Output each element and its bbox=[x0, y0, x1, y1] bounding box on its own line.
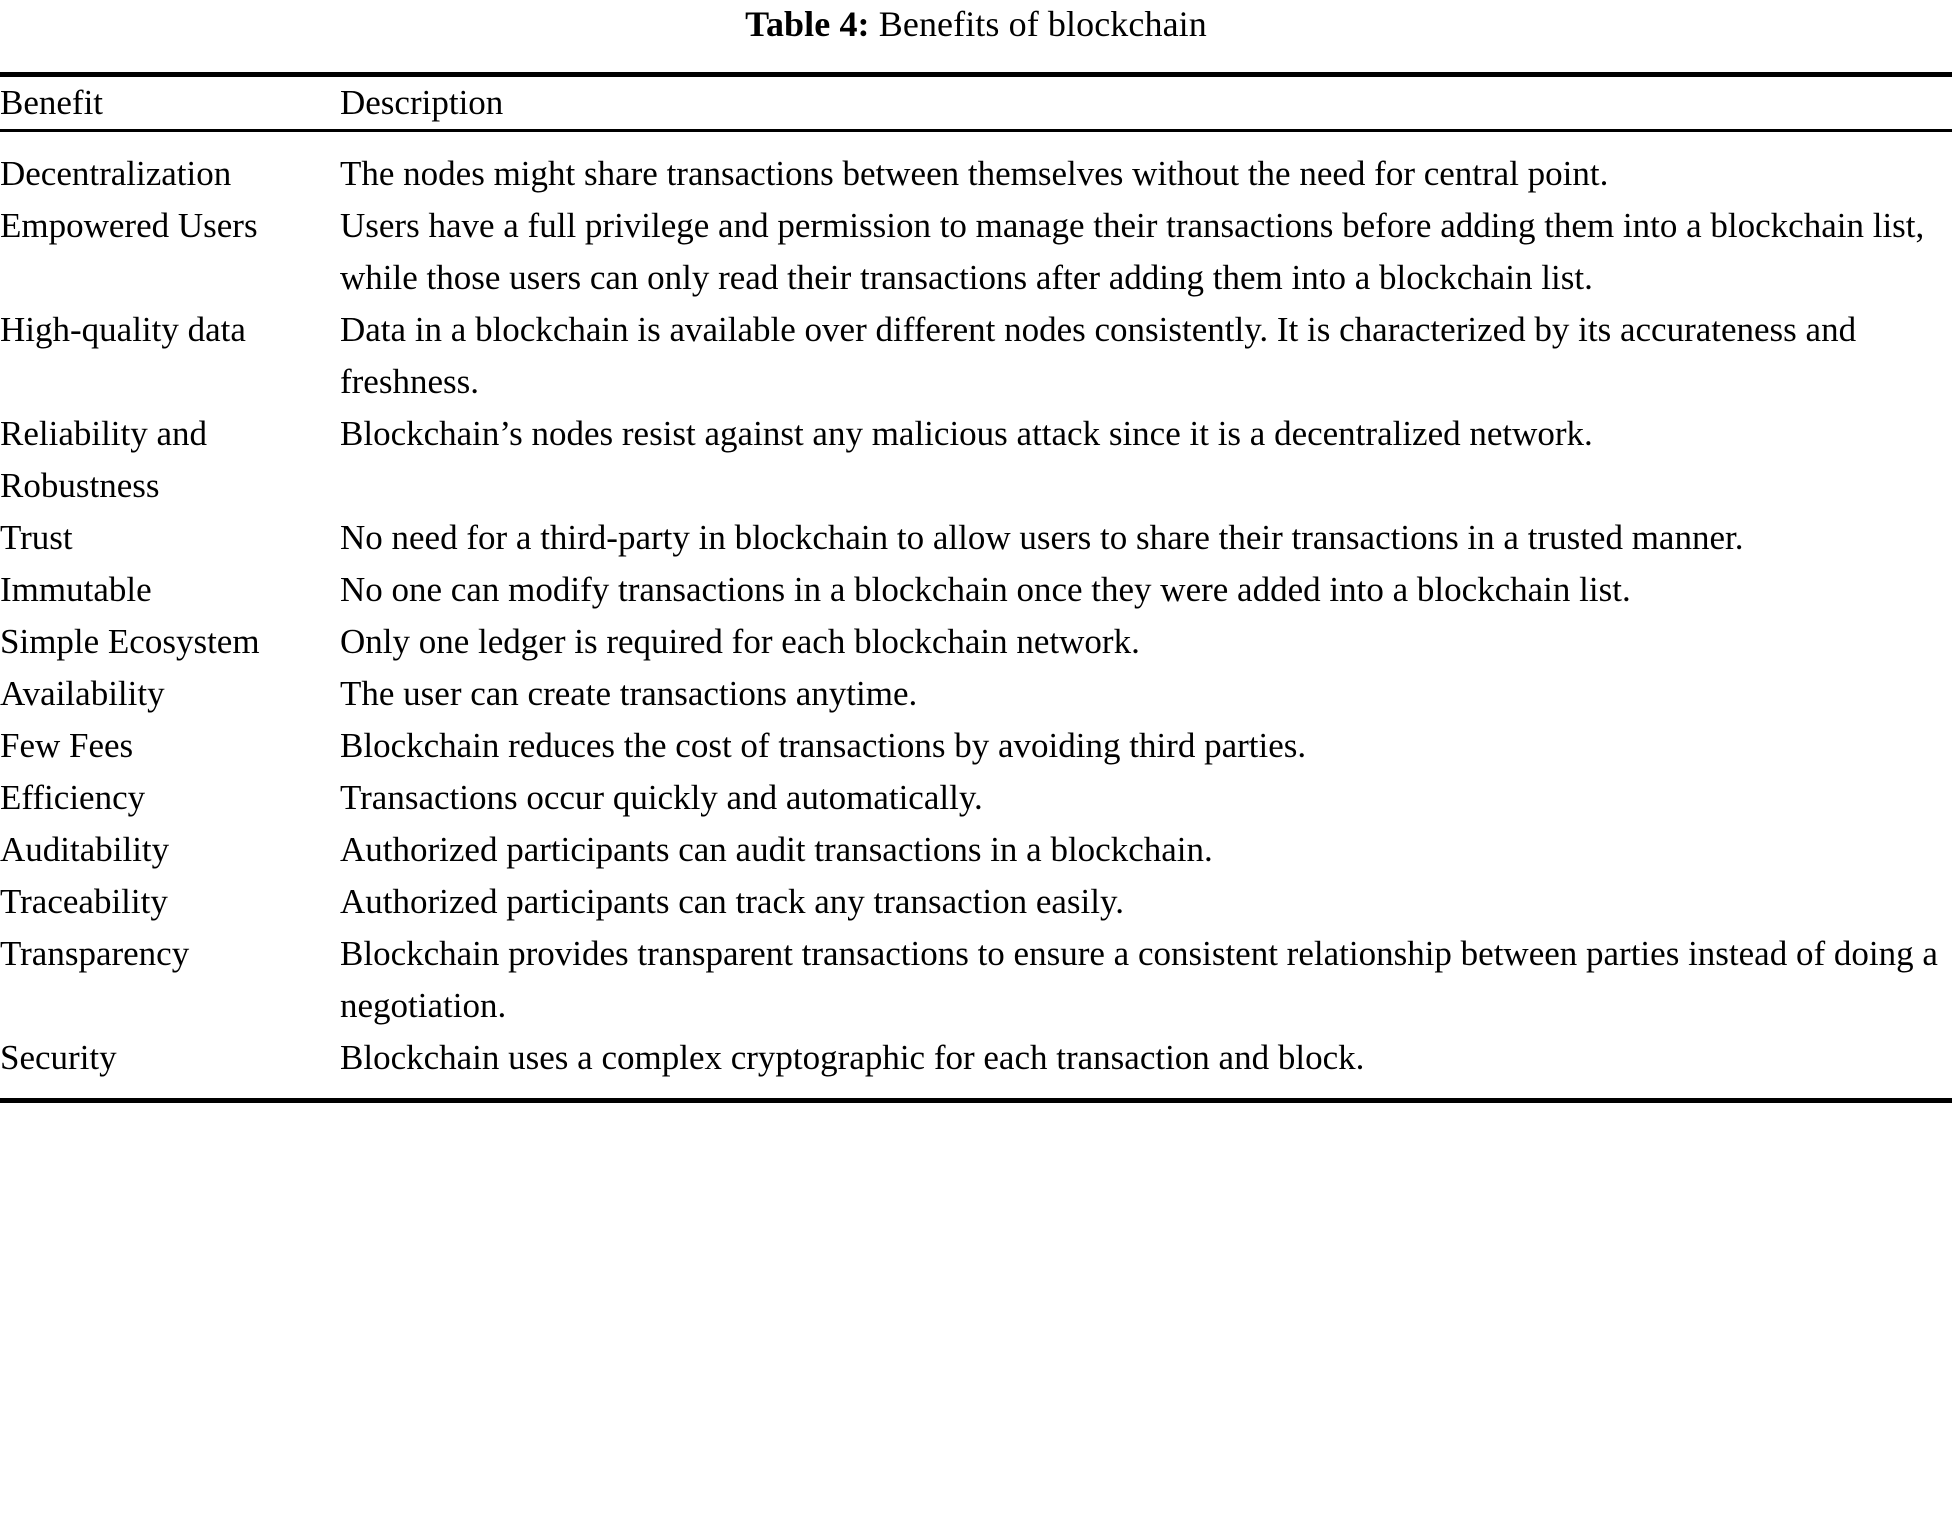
benefit-cell: Transparency bbox=[0, 934, 190, 973]
description-cell: Transactions occur quickly and automatic… bbox=[340, 778, 983, 817]
description-cell: Data in a blockchain is available over d… bbox=[340, 310, 1857, 401]
table-row: Auditability Authorized participants can … bbox=[0, 824, 1952, 876]
description-cell: Authorized participants can track any tr… bbox=[340, 882, 1124, 921]
description-cell: The nodes might share transactions betwe… bbox=[340, 154, 1609, 193]
table-row: Security Blockchain uses a complex crypto… bbox=[0, 1032, 1952, 1098]
description-cell: Blockchain’s nodes resist against any ma… bbox=[340, 414, 1593, 453]
table-row: Trust No need for a third-party in blockc… bbox=[0, 512, 1952, 564]
description-cell: Authorized participants can audit transa… bbox=[340, 830, 1213, 869]
benefit-cell: Empowered Users bbox=[0, 206, 258, 245]
description-cell: Only one ledger is required for each blo… bbox=[340, 622, 1140, 661]
benefits-table: Benefit Description bbox=[0, 77, 1952, 129]
table-row: Traceability Authorized participants can … bbox=[0, 876, 1952, 928]
benefit-cell: Immutable bbox=[0, 570, 152, 609]
caption-label: Table 4: bbox=[745, 4, 870, 44]
description-cell: Blockchain provides transparent transact… bbox=[340, 934, 1938, 1025]
table-row: Efficiency Transactions occur quickly and… bbox=[0, 772, 1952, 824]
table-row: Simple Ecosystem Only one ledger is requi… bbox=[0, 616, 1952, 668]
table-header-rule bbox=[0, 129, 1952, 132]
table-top-rule bbox=[0, 72, 1952, 77]
table-row: Immutable No one can modify transactions … bbox=[0, 564, 1952, 616]
benefit-cell: High-quality data bbox=[0, 310, 246, 349]
description-cell: No need for a third-party in blockchain … bbox=[340, 518, 1744, 557]
benefit-cell: Auditability bbox=[0, 830, 170, 869]
table-row: Reliability and Robustness Blockchain’s n… bbox=[0, 408, 1952, 512]
description-cell: Users have a full privilege and permissi… bbox=[340, 206, 1925, 297]
table-row: Empowered Users Users have a full privile… bbox=[0, 200, 1952, 304]
description-cell: Blockchain uses a complex cryptographic … bbox=[340, 1038, 1365, 1077]
benefit-cell: Security bbox=[0, 1038, 117, 1077]
benefit-cell: Decentralization bbox=[0, 154, 232, 193]
caption-text: Benefits of blockchain bbox=[878, 4, 1207, 44]
description-cell: No one can modify transactions in a bloc… bbox=[340, 570, 1631, 609]
benefits-table-body: Decentralization The nodes might share tr… bbox=[0, 132, 1952, 1098]
table-row: Transparency Blockchain provides transpar… bbox=[0, 928, 1952, 1032]
table-row: High-quality data Data in a blockchain is… bbox=[0, 304, 1952, 408]
column-header-benefit: Benefit bbox=[0, 83, 104, 122]
description-cell: Blockchain reduces the cost of transacti… bbox=[340, 726, 1307, 765]
benefit-cell: Few Fees bbox=[0, 726, 134, 765]
benefit-cell: Trust bbox=[0, 518, 73, 557]
benefit-cell: Availability bbox=[0, 674, 165, 713]
benefit-cell: Simple Ecosystem bbox=[0, 622, 260, 661]
column-header-description: Description bbox=[340, 83, 504, 122]
benefit-cell: Reliability and Robustness bbox=[0, 414, 208, 505]
table-row: Decentralization The nodes might share tr… bbox=[0, 132, 1952, 200]
description-cell: The user can create transactions anytime… bbox=[340, 674, 918, 713]
table-header: Benefit Description bbox=[0, 77, 1952, 129]
table-row: Few Fees Blockchain reduces the cost of t… bbox=[0, 720, 1952, 772]
table-caption: Table 4: Benefits of blockchain bbox=[0, 0, 1952, 46]
table-row: Availability The user can create transact… bbox=[0, 668, 1952, 720]
benefit-cell: Efficiency bbox=[0, 778, 146, 817]
table-bottom-rule bbox=[0, 1098, 1952, 1103]
table-body: Decentralization The nodes might share tr… bbox=[0, 132, 1952, 1098]
benefit-cell: Traceability bbox=[0, 882, 168, 921]
header-row: Benefit Description bbox=[0, 77, 1952, 129]
